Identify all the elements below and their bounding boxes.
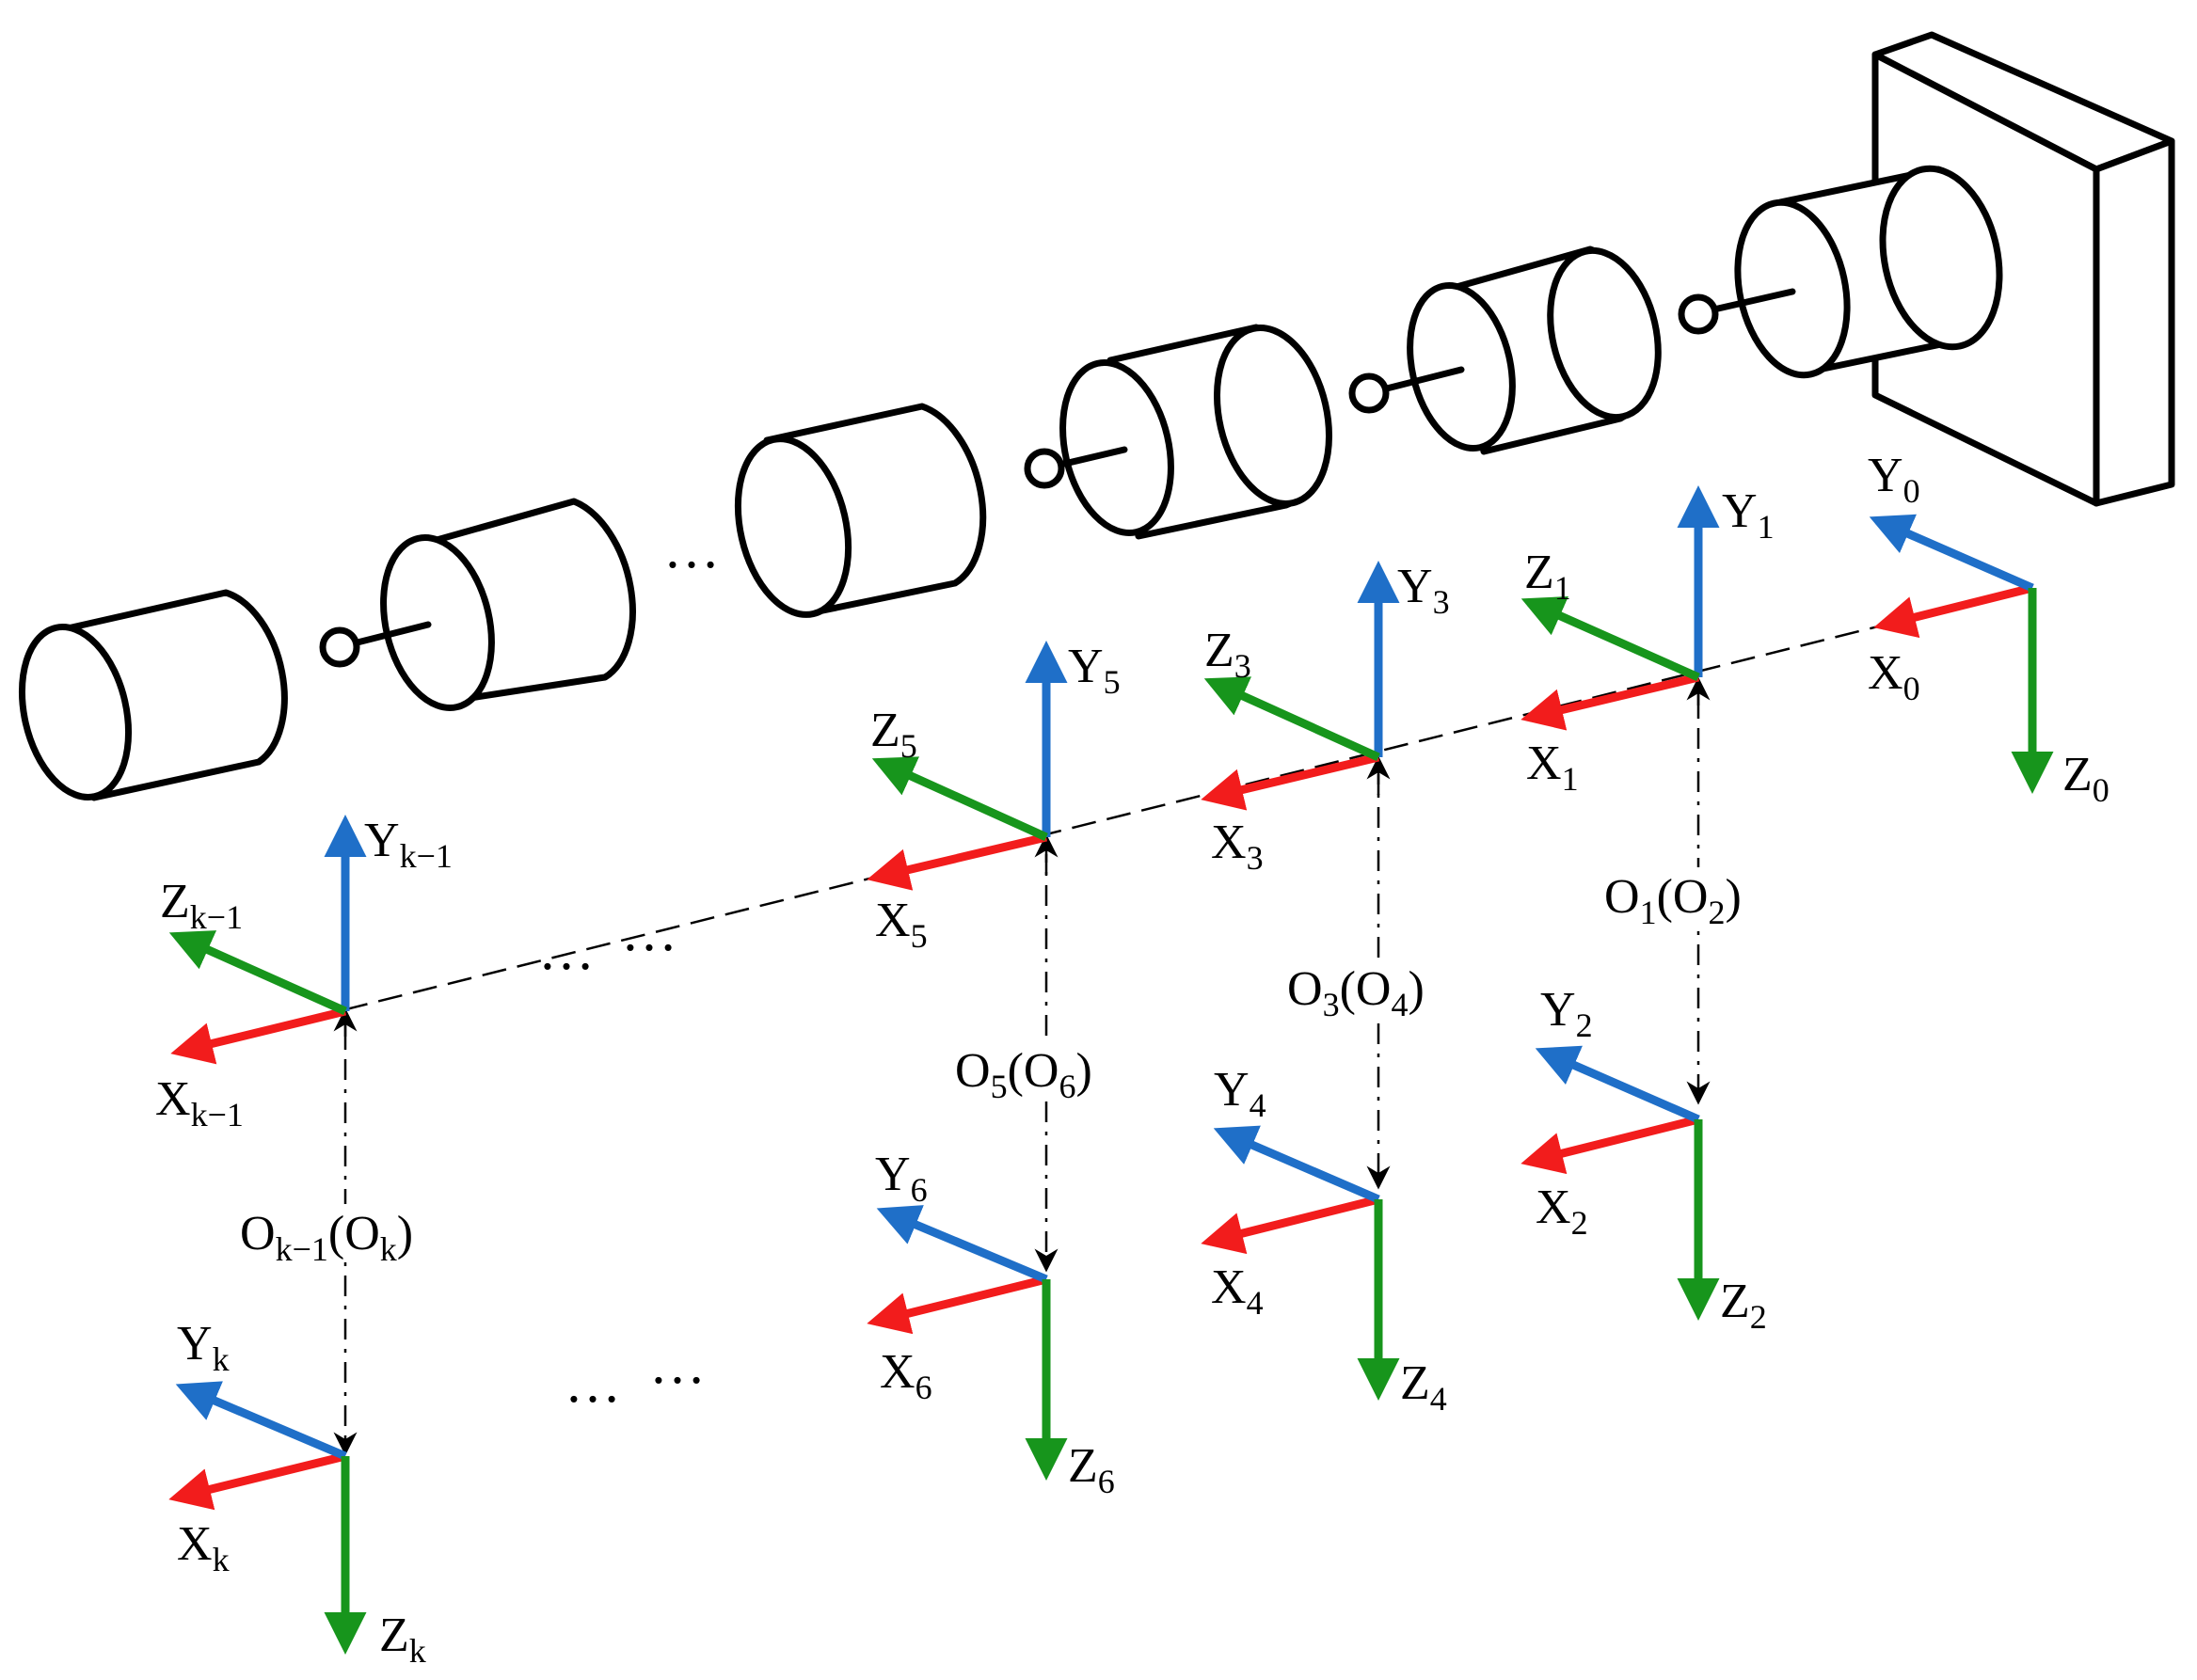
z-axis-arrow — [1520, 596, 1700, 682]
frame-origin-line — [338, 586, 2033, 1013]
cylinder-link — [1059, 324, 1333, 540]
y-axis-label: Y1 — [1722, 484, 1775, 546]
y-axis-label: Yk — [177, 1317, 230, 1378]
y-axis-label: Y5 — [1068, 640, 1121, 701]
cylinder-link — [380, 498, 636, 711]
cylinder-link — [734, 403, 987, 618]
y-axis-label: Y6 — [875, 1148, 928, 1209]
y-axis-arrow — [175, 1381, 347, 1461]
x-axis-label: Xk−1 — [155, 1072, 244, 1133]
frame-5: X5 Y5 Z5 — [867, 640, 1121, 955]
x-axis-label: Xk — [177, 1517, 230, 1578]
frame-2: X2 Y2 Z2 — [1520, 983, 1767, 1336]
z-axis-arrow — [168, 930, 347, 1016]
frames-ellipsis-lower-left: … — [565, 1352, 627, 1414]
x-axis-label: X0 — [1868, 646, 1920, 707]
x-axis-label: X4 — [1211, 1260, 1264, 1322]
y-axis-arrow — [1869, 514, 2034, 593]
frame-3: X3 Y3 Z3 — [1201, 560, 1450, 877]
manipulator-chain: … — [18, 31, 2175, 801]
frame-k: Xk Yk Zk — [168, 1317, 426, 1670]
z-axis-label: Z6 — [1068, 1439, 1115, 1500]
frame-4: X4 Y4 Z4 — [1201, 1063, 1447, 1418]
origin-label-1-2: O1(O2) — [1604, 870, 1742, 931]
z-axis-label: Zk — [379, 1609, 426, 1670]
z-axis-arrow — [871, 756, 1048, 842]
z-axis-label: Z0 — [2062, 748, 2109, 809]
y-axis-label: Y2 — [1540, 983, 1593, 1044]
y-axis-arrow — [876, 1205, 1048, 1284]
origin-label-k1-k: Ok−1(Ok) — [240, 1207, 413, 1268]
frames-ellipsis-upper-left: … — [538, 919, 600, 981]
origin-label-5-6: O5(O6) — [955, 1044, 1092, 1105]
x-axis-arrow — [1520, 1115, 1700, 1175]
frame-1: X1 Y1 Z1 — [1520, 484, 1775, 798]
frames-ellipsis-upper-right: … — [621, 900, 683, 962]
z-axis-label: Z2 — [1720, 1275, 1767, 1336]
frame-6: X6 Y6 Z6 — [867, 1148, 1115, 1500]
x-axis-label: X6 — [880, 1345, 932, 1406]
joint-pin — [1024, 448, 1065, 489]
y-axis-label: Y0 — [1868, 449, 1920, 510]
z-axis-label: Zk−1 — [160, 875, 243, 936]
cylinder-link — [18, 589, 288, 801]
y-axis-arrow — [1213, 1125, 1380, 1204]
joint-pin — [1348, 372, 1390, 414]
x-axis-label: X5 — [875, 894, 928, 955]
x-axis-arrow — [1201, 753, 1380, 811]
y-axis-arrow — [1535, 1045, 1700, 1124]
x-axis-label: X2 — [1536, 1181, 1588, 1242]
y-axis-label: Y3 — [1397, 560, 1450, 621]
x-axis-arrow — [1520, 673, 1700, 731]
x-axis-arrow — [867, 1275, 1048, 1335]
origin-labels: O1(O2) O3(O4) O5(O6) Ok−1(Ok) — [235, 867, 1797, 1268]
z-axis-label: Z1 — [1524, 546, 1571, 607]
frame-0: X0 Y0 Z0 — [1868, 449, 2109, 809]
joint-pin — [319, 626, 360, 668]
x-axis-arrow — [1201, 1195, 1380, 1255]
chain-ellipsis: … — [663, 517, 725, 579]
x-axis-arrow — [867, 832, 1048, 891]
cylinder-link — [1407, 246, 1662, 455]
z-axis-arrow — [1203, 676, 1380, 762]
x-axis-label: X1 — [1526, 737, 1579, 798]
z-axis-label: Z4 — [1400, 1356, 1447, 1418]
joint-pin — [1678, 293, 1719, 335]
y-axis-label: Yk−1 — [364, 814, 453, 875]
x-axis-label: X3 — [1211, 816, 1264, 877]
frames-ellipsis-lower-right: … — [649, 1333, 711, 1395]
origin-label-3-4: O3(O4) — [1287, 962, 1425, 1023]
z-axis-label: Z5 — [870, 704, 917, 765]
x-axis-arrow — [170, 1006, 347, 1065]
x-axis-arrow — [1873, 583, 2034, 639]
reference-lines — [333, 586, 2033, 1456]
x-axis-arrow — [168, 1451, 347, 1511]
z-axis-label: Z3 — [1204, 624, 1251, 685]
y-axis-label: Y4 — [1214, 1063, 1266, 1124]
frame-k-minus-1: Xk−1 Yk−1 Zk−1 — [155, 814, 453, 1133]
